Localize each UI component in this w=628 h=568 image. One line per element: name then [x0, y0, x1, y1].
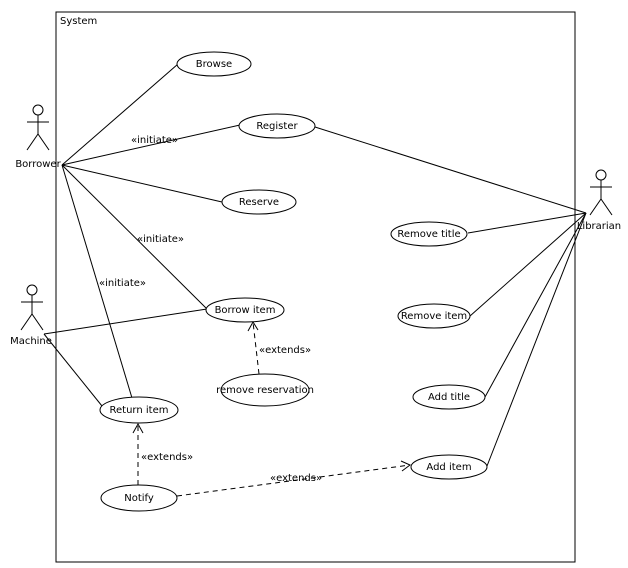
extends-remove-reservation-to-borrow: [247, 321, 260, 375]
use-case-notify[interactable]: Notify: [100, 484, 178, 512]
system-boundary: [55, 11, 576, 563]
machine-associations: [43, 308, 208, 407]
system-label: System: [60, 16, 97, 27]
librarian-associations: [314, 126, 587, 467]
actor-borrower-label: Borrower: [15, 159, 61, 170]
stereotype-initiate-return: «initiate»: [99, 278, 146, 289]
stereotype-extends-borrow: «extends»: [259, 345, 311, 356]
stereotype-initiate-borrow: «initiate»: [137, 234, 184, 245]
use-case-remove-item-label: Remove item: [401, 311, 467, 322]
use-case-return-item[interactable]: Return item: [99, 396, 179, 424]
actor-machine[interactable]: Machine: [10, 284, 52, 347]
extends-notify-to-add-item: [176, 460, 411, 497]
borrower-associations: [61, 63, 241, 399]
use-case-register[interactable]: Register: [238, 113, 316, 139]
use-case-borrow-item[interactable]: Borrow item: [205, 297, 285, 323]
use-case-return-item-label: Return item: [110, 405, 169, 416]
use-case-add-item-label: Add item: [426, 462, 471, 473]
use-case-reserve[interactable]: Reserve: [221, 189, 297, 215]
use-case-browse[interactable]: Browse: [176, 51, 252, 77]
use-case-remove-reservation[interactable]: remove reservation: [216, 373, 314, 407]
use-case-reserve-label: Reserve: [239, 197, 279, 208]
use-case-borrow-item-label: Borrow item: [215, 305, 276, 316]
stereotype-extends-add-item: «extends»: [270, 473, 322, 484]
use-case-add-title[interactable]: Add title: [412, 384, 486, 410]
use-case-register-label: Register: [256, 121, 298, 132]
use-case-add-item[interactable]: Add item: [410, 454, 488, 480]
actor-librarian[interactable]: Librarian: [577, 169, 621, 232]
stereotype-initiate-register: «initiate»: [131, 135, 178, 146]
actor-machine-label: Machine: [10, 336, 52, 347]
stereotype-extends-return: «extends»: [141, 452, 193, 463]
use-case-browse-label: Browse: [196, 59, 232, 70]
use-case-remove-item[interactable]: Remove item: [397, 303, 471, 329]
actor-librarian-label: Librarian: [577, 221, 621, 232]
actor-borrower[interactable]: Borrower: [15, 104, 62, 170]
extends-notify-to-return: [132, 422, 144, 485]
use-case-add-title-label: Add title: [428, 392, 470, 403]
use-case-notify-label: Notify: [124, 493, 154, 504]
use-case-remove-reservation-label: remove reservation: [216, 385, 314, 396]
use-case-remove-title-label: Remove title: [397, 229, 460, 240]
use-case-remove-title[interactable]: Remove title: [390, 221, 468, 247]
